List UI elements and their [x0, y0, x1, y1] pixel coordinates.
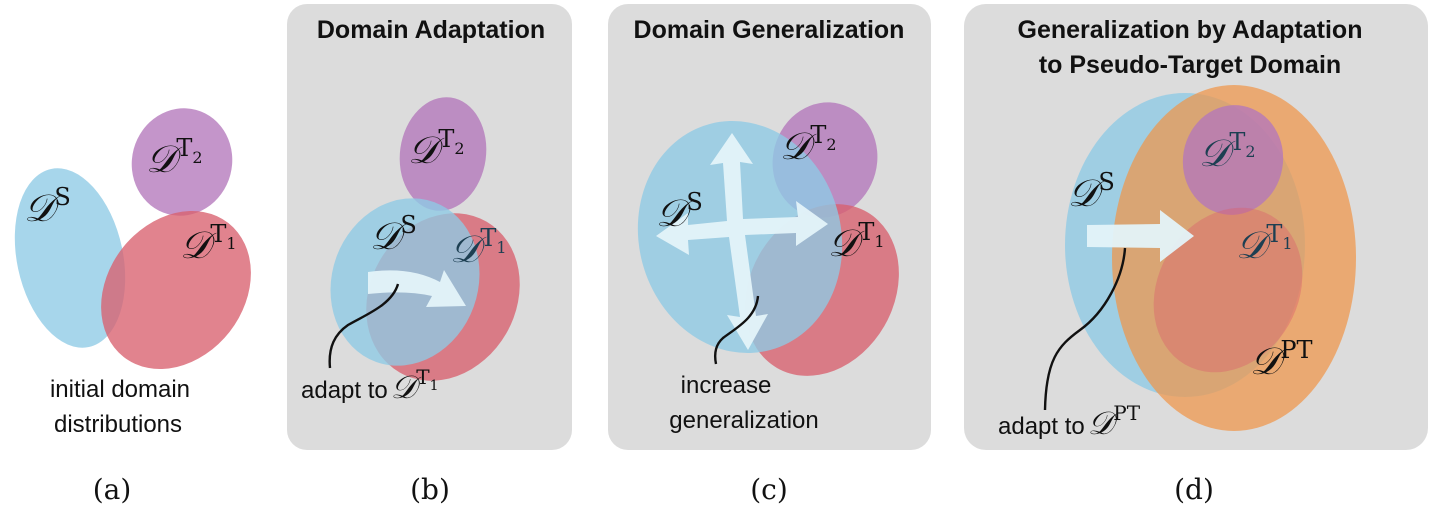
panel-c-caption: (c) [750, 473, 788, 506]
panel-a-target2-ellipse [131, 108, 233, 216]
panel-c-expand-arrow [656, 133, 828, 350]
panel-d-target2-ellipse [1182, 105, 1284, 215]
panel-b-target2-ellipse [399, 97, 487, 211]
panel-d-note: adapt to𝒟PT [998, 401, 1141, 442]
panel-b: Domain Adaptation 𝒟T2 𝒟S 𝒟T1 adapt to𝒟T1… [301, 16, 545, 506]
target1-sup: T [858, 218, 874, 246]
panel-a: 𝒟T2 𝒟S 𝒟T1 initial domain distributions … [14, 108, 251, 506]
target2-sub: 2 [826, 135, 836, 154]
panel-a-source-ellipse [14, 168, 126, 348]
panel-a-note-line1: initial domain [50, 376, 190, 403]
panel-d-leader-line [1043, 247, 1127, 411]
target2-sup: T [176, 134, 192, 162]
target1-sup: T [1266, 220, 1282, 248]
target1-sub: 1 [874, 232, 884, 251]
source-sup: S [400, 211, 416, 239]
panel-b-note-sup: T [416, 365, 430, 389]
target2-sub: 2 [192, 148, 202, 167]
target2-sup: T [1229, 128, 1245, 156]
panel-d: Generalization by Adaptation to Pseudo-T… [998, 16, 1362, 506]
panel-c-title: Domain Generalization [634, 16, 905, 44]
target1-sub: 1 [226, 234, 236, 253]
panel-a-target1-label: 𝒟T1 [180, 220, 237, 267]
target1-sup: T [480, 224, 496, 252]
panel-a-caption: (a) [93, 473, 132, 506]
source-sup: S [54, 183, 70, 211]
target2-sup: T [438, 125, 454, 153]
panel-b-note-sub: 1 [430, 378, 439, 394]
source-sup: S [1098, 168, 1114, 196]
target2-sub: 2 [1245, 142, 1255, 161]
panel-b-note-text: adapt to [301, 377, 388, 404]
panel-b-title: Domain Adaptation [317, 16, 545, 44]
pseudo-target-sup: PT [1280, 336, 1312, 364]
panel-d-target1-ellipse [1153, 207, 1303, 373]
target1-sub: 1 [496, 238, 506, 257]
panel-c-note-line1: increase [681, 372, 772, 399]
panel-d-caption: (d) [1174, 473, 1214, 506]
panel-b-leader-line [328, 283, 400, 369]
target2-sup: T [810, 121, 826, 149]
panel-d-title-line1: Generalization by Adaptation [1018, 16, 1363, 44]
panel-b-target2-label: 𝒟T2 [408, 125, 465, 172]
source-sup: S [686, 188, 702, 216]
panel-d-title-line2: to Pseudo-Target Domain [1039, 51, 1341, 79]
panel-b-caption: (b) [410, 473, 450, 506]
target1-sub: 1 [1282, 234, 1292, 253]
panel-a-note-line2: distributions [54, 411, 182, 438]
panel-b-adapt-arrow [368, 270, 466, 307]
panel-d-pseudo-target-ellipse [1112, 85, 1356, 431]
target1-sup: T [210, 220, 226, 248]
panel-c: Domain Generalization 𝒟T2 𝒟S 𝒟T1 increas… [634, 16, 905, 506]
panel-c-note-line2: generalization [669, 407, 818, 434]
panel-d-adapt-arrow [1087, 210, 1194, 262]
panel-d-note-text: adapt to [998, 413, 1085, 440]
panel-d-note-sup: PT [1113, 401, 1140, 425]
target2-sub: 2 [454, 139, 464, 158]
panel-c-leader-line [713, 295, 760, 365]
panel-a-target1-ellipse [101, 211, 251, 369]
